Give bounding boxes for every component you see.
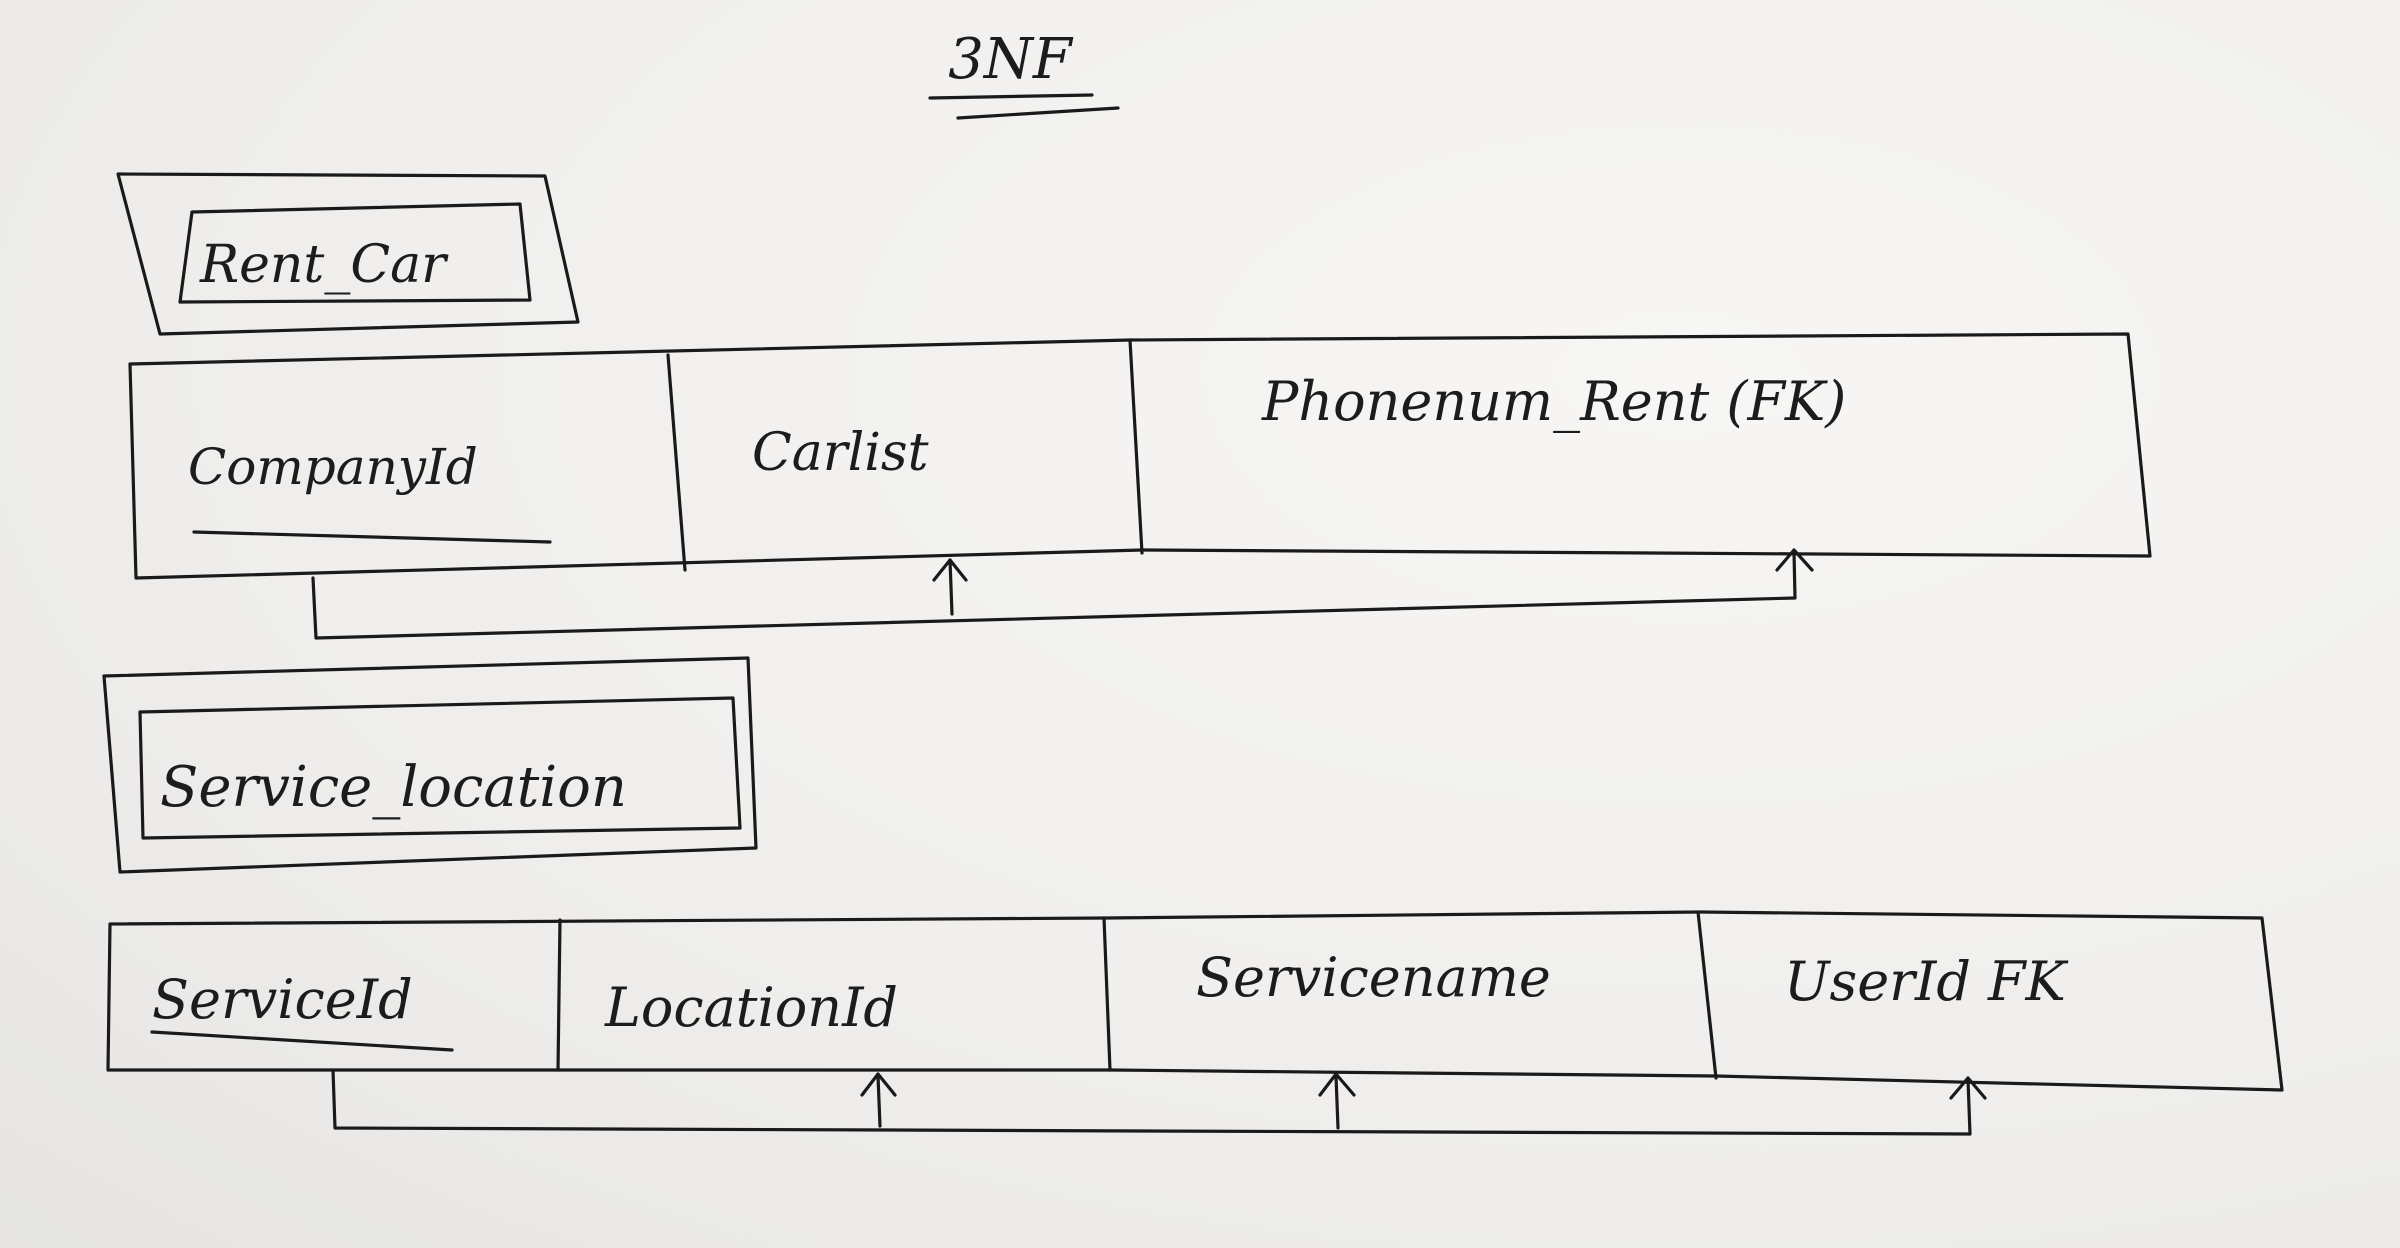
column-carlist: Carlist	[752, 423, 929, 483]
arrowhead-locationid	[860, 1072, 897, 1097]
dependency-branch-locationid	[876, 1074, 882, 1128]
column-divider-1	[666, 353, 687, 572]
dependency-branch-carlist	[948, 558, 954, 616]
column-locationid: LocationId	[604, 976, 898, 1039]
column-userid-fk: UserId FK	[1784, 950, 2069, 1013]
column-servicename: Servicename	[1196, 946, 1551, 1009]
dependency-line	[331, 1068, 1972, 1136]
diagram-title: 3NF	[948, 27, 1074, 92]
primary-key-underline	[192, 530, 552, 544]
table-rent-car: Rent_Car CompanyId Carlist Phonenum_Rent…	[116, 172, 2152, 640]
table-name: Rent_Car	[199, 235, 449, 295]
dependency-line	[311, 550, 1797, 640]
table-name-frame-outer	[102, 656, 758, 874]
primary-key-underline	[150, 1030, 454, 1052]
column-companyid: CompanyId	[188, 438, 478, 496]
table-service-location: Service_location ServiceId LocationId Se…	[102, 656, 2284, 1136]
table-name: Service_location	[160, 755, 627, 820]
table-name-frame-outer	[116, 172, 580, 336]
column-divider-3	[1696, 910, 1718, 1080]
column-divider-1	[556, 918, 562, 1072]
column-phonenum-rent: Phonenum_Rent (FK)	[1261, 370, 1846, 433]
table-name-frame-inner	[178, 202, 532, 304]
column-divider-2	[1128, 338, 1144, 555]
arrowhead-servicename	[1318, 1072, 1356, 1097]
dependency-branch-servicename	[1334, 1074, 1340, 1130]
arrowhead-userid-fk	[1949, 1076, 1987, 1100]
arrowhead-phonenum-rent	[1775, 548, 1814, 572]
table-name-frame-inner	[138, 696, 742, 840]
attribute-row-border	[106, 910, 2284, 1092]
arrowhead-carlist	[932, 558, 968, 582]
column-divider-2	[1102, 916, 1112, 1072]
column-serviceid: ServiceId	[152, 968, 413, 1031]
title-underline-1	[928, 93, 1094, 100]
title-underline-2	[956, 106, 1120, 120]
